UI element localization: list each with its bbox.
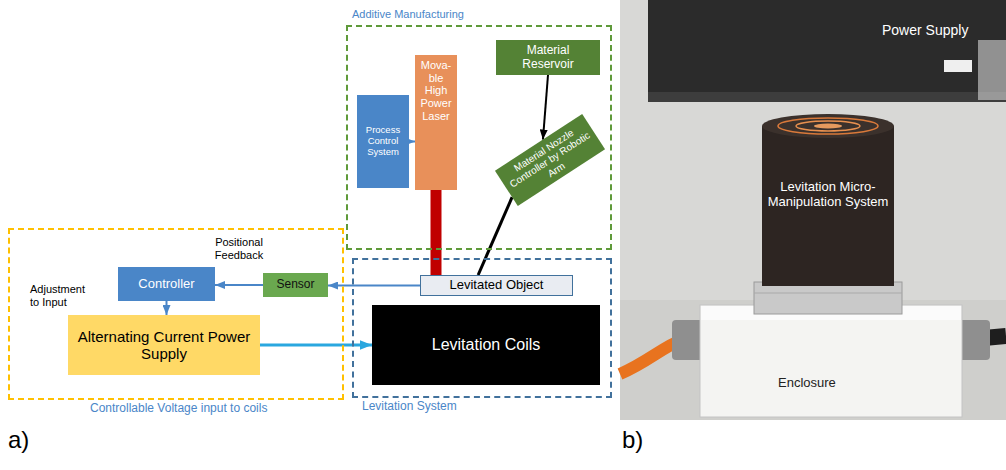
box-label: Sensor	[267, 278, 324, 292]
photo-background	[620, 0, 1006, 420]
cable-gland	[672, 320, 704, 360]
nozzle-box: Material Nozzle Controller by Robotic Ar…	[495, 114, 605, 206]
coil-reflection	[778, 118, 878, 134]
box-label: Levitation Coils	[378, 336, 594, 354]
reservoir-box: Material Reservoir	[496, 40, 600, 75]
photo-label: Enclosure	[778, 376, 836, 391]
coils-box: Levitation Coils	[372, 305, 600, 385]
group-region: Process Control System Mova- ble High Pow…	[346, 25, 612, 250]
cable-gland	[958, 320, 990, 360]
levitated-object-box: Levitated Object	[420, 275, 573, 296]
edge-label: Positional Feedback	[205, 236, 273, 261]
laser-box: Mova- ble High Power Laser	[415, 55, 457, 190]
material-feed-line	[478, 197, 512, 275]
photo-label: Levitation Micro-Manipulation System	[760, 180, 896, 210]
controller-box: Controller	[118, 267, 215, 301]
box-label: Mova- ble High Power Laser	[418, 59, 454, 122]
annotation-label: Adjustment to Input	[30, 283, 92, 308]
box-label: Levitated Object	[425, 278, 568, 293]
connector-arrow	[328, 285, 420, 287]
group-region: Controller SensorAlternating Current Powe…	[8, 228, 344, 400]
group-title: Additive Manufacturing	[352, 8, 464, 21]
ring-groove	[754, 293, 902, 294]
table-surface	[620, 300, 1006, 420]
power-supply-edge	[648, 92, 1006, 102]
feedback-arrow	[215, 284, 263, 286]
process-box: Process Control System	[357, 95, 409, 188]
photo-label: Power Supply	[882, 22, 968, 38]
sensor-box: Sensor	[263, 273, 328, 297]
sticker	[944, 60, 972, 72]
enclosure-box	[700, 305, 962, 417]
group-title: Levitation System	[362, 400, 457, 414]
connector-arrow	[166, 301, 168, 315]
plastic-cover	[978, 40, 1006, 100]
group-region: Levitated ObjectLevitation CoilsLevitati…	[352, 258, 612, 398]
panel-label: b)	[622, 426, 643, 454]
box-label: Material Reservoir	[500, 44, 596, 72]
power-supply-box: Alternating Current Power Supply	[68, 315, 260, 375]
panel-label: a)	[8, 426, 29, 454]
coil-reflection	[814, 124, 842, 129]
box-label: Process Control System	[360, 125, 406, 158]
power-supply-unit	[648, 0, 1006, 102]
cylinder-top	[762, 114, 894, 138]
metal-ring	[754, 282, 902, 314]
laser-beam	[431, 190, 442, 275]
box-label: Alternating Current Power Supply	[74, 328, 254, 363]
connector-arrow	[543, 75, 548, 140]
box-label: Controller	[122, 277, 211, 292]
power-arrow	[260, 344, 372, 347]
group-title: Controllable Voltage input to coils	[90, 402, 267, 416]
box-label: Material Nozzle Controller by Robotic Ar…	[500, 119, 599, 200]
coil-reflection	[796, 121, 860, 131]
